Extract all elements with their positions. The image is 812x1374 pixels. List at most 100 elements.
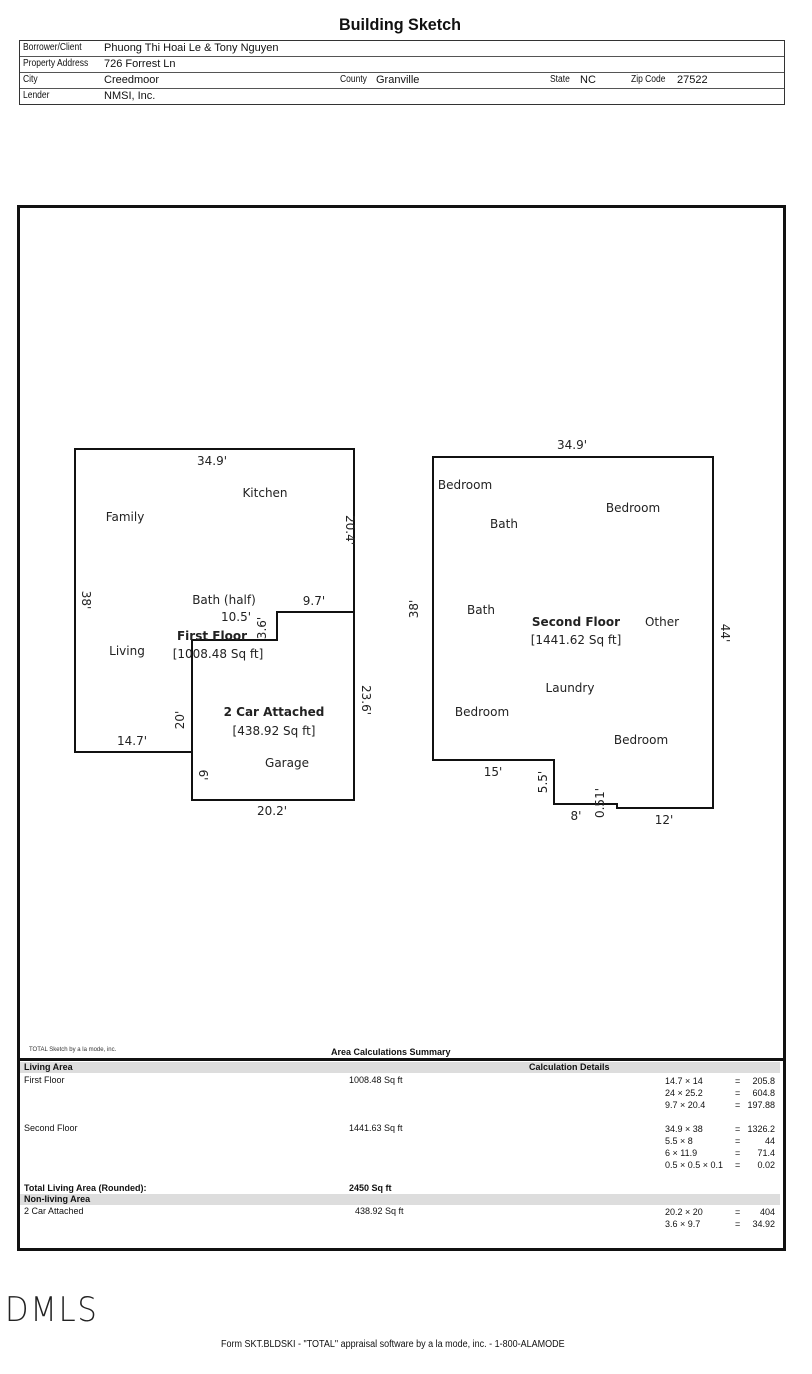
garage-row: 2 Car Attached 438.92 Sq ft 20.2 × 20 = 40… xyxy=(20,1205,780,1235)
calc-expr: 5.5 × 8 xyxy=(665,1136,693,1146)
garage-bottom-dim: 20.2' xyxy=(257,804,287,818)
second-floor-area: [1441.62 Sq ft] xyxy=(531,633,622,647)
calc-line: 20.2 × 20 = 404 xyxy=(665,1207,775,1219)
calc-line: 6 × 11.9 = 71.4 xyxy=(665,1148,775,1160)
calc-v: 604.8 xyxy=(752,1088,775,1098)
step-vertical-dim: 3.6' xyxy=(255,617,269,639)
calc-expr: 24 × 25.2 xyxy=(665,1088,703,1098)
first-top-dim: 34.9' xyxy=(197,454,227,468)
calc-line: 14.7 × 14 = 205.8 xyxy=(665,1076,775,1088)
row-label: 2 Car Attached xyxy=(24,1206,84,1216)
zip-value: 27522 xyxy=(677,74,708,86)
step-left-dim: 10.5' xyxy=(221,610,251,624)
calc-eq: = xyxy=(735,1136,741,1146)
bedroom-label: Bedroom xyxy=(614,733,668,747)
total-row: Total Living Area (Rounded): 2450 Sq ft xyxy=(20,1183,780,1194)
calc-expr: 6 × 11.9 xyxy=(665,1148,698,1158)
dim-15: 15' xyxy=(484,765,503,779)
row-label: Second Floor xyxy=(24,1123,78,1133)
calc-v: 1326.2 xyxy=(747,1124,775,1134)
calc-line: 34.9 × 38 = 1326.2 xyxy=(665,1124,775,1136)
calc-list: 34.9 × 38 = 1326.2 5.5 × 8 = 44 6 × 11.9 = 71.4 0… xyxy=(665,1124,775,1172)
calc-eq: = xyxy=(735,1219,741,1229)
first-right-dim: 20.4' xyxy=(343,515,357,545)
county-value: Granville xyxy=(376,74,420,86)
dim-5-5: 5.5' xyxy=(536,771,550,793)
first-floor-row: First Floor 1008.48 Sq ft 14.7 × 14 = 205.… xyxy=(20,1073,780,1121)
step-top-dim: 9.7' xyxy=(303,594,325,608)
calc-v: 34.92 xyxy=(752,1219,775,1229)
calc-eq: = xyxy=(735,1124,741,1134)
city-label: City xyxy=(23,74,38,85)
calc-expr: 20.2 × 20 xyxy=(665,1207,703,1217)
calc-line: 3.6 × 9.7=34.92 xyxy=(665,1219,775,1231)
row-label: First Floor xyxy=(24,1075,65,1085)
calc-v: 404 xyxy=(759,1207,775,1217)
calc-eq: = xyxy=(735,1207,741,1217)
calc-expr: 34.9 × 38 xyxy=(665,1124,703,1134)
living-label: Living xyxy=(109,644,145,658)
second-right-dim: 44' xyxy=(718,624,732,643)
lender-label: Lender xyxy=(23,90,50,101)
calc-line: 9.7 × 20.4=197.88 xyxy=(665,1100,775,1112)
garage-room-label: Garage xyxy=(265,756,309,770)
calc-expr: 14.7 × 14 xyxy=(665,1076,703,1086)
row-area: 1008.48 Sq ft xyxy=(349,1075,403,1085)
county-label: County xyxy=(340,74,367,85)
calc-v: 71.4 xyxy=(757,1148,775,1158)
first-bottom-left-dim: 14.7' xyxy=(117,734,147,748)
garage-outline xyxy=(191,611,355,801)
bath-label: Bath xyxy=(467,603,495,617)
address-value: 726 Forrest Ln xyxy=(104,58,176,70)
calc-eq: = xyxy=(735,1088,741,1098)
state-value: NC xyxy=(580,74,596,86)
calc-eq: = xyxy=(735,1148,741,1158)
first-floor-area: [1008.48 Sq ft] xyxy=(173,647,264,661)
form-footer: Form SKT.BLDSKI - "TOTAL" appraisal soft… xyxy=(221,1339,565,1350)
sketch-frame xyxy=(17,205,786,1251)
dim-12: 12' xyxy=(655,813,674,827)
family-label: Family xyxy=(106,510,145,524)
summary-title: Area Calculations Summary xyxy=(331,1047,451,1057)
calc-v: 0.02 xyxy=(757,1160,775,1170)
calc-eq: = xyxy=(735,1076,741,1086)
other-label: Other xyxy=(645,615,679,629)
first-floor-name: First Floor xyxy=(177,629,247,643)
dim-8: 8' xyxy=(571,809,582,823)
dim-0-51: 0.51' xyxy=(593,788,607,818)
bath-half-label: Bath (half) xyxy=(192,593,256,607)
laundry-label: Laundry xyxy=(546,681,595,695)
sketch-credit: TOTAL Sketch by a la mode, inc. xyxy=(29,1047,117,1053)
calc-eq: = xyxy=(735,1160,741,1170)
calc-v: 205.8 xyxy=(752,1076,775,1086)
garage-name: 2 Car Attached xyxy=(224,705,325,719)
garage-right-dim: 23.6' xyxy=(359,685,373,715)
bath-label: Bath xyxy=(490,517,518,531)
first-left-dim: 38' xyxy=(79,591,93,610)
bedroom-label: Bedroom xyxy=(455,705,509,719)
borrower-value: Phuong Thi Hoai Le & Tony Nguyen xyxy=(104,42,279,54)
nonliving-header: Non-living Area xyxy=(20,1194,780,1205)
second-floor-name: Second Floor xyxy=(532,615,620,629)
city-value: Creedmoor xyxy=(104,74,160,86)
row-area: 438.92 Sq ft xyxy=(355,1206,404,1216)
calc-line: 24 × 25.2 = 604.8 xyxy=(665,1088,775,1100)
living-area-heading: Living Area xyxy=(24,1062,73,1072)
city-row: City Creedmoor County Granville State NC… xyxy=(20,73,784,89)
address-label: Property Address xyxy=(23,58,89,69)
living-area-header: Living Area Calculation Details xyxy=(20,1062,780,1073)
calc-v: 197.88 xyxy=(747,1100,775,1110)
garage-left-dim: 20' xyxy=(173,711,187,730)
borrower-row: Borrower/Client Phuong Thi Hoai Le & Ton… xyxy=(20,41,784,57)
row-area: 1441.63 Sq ft xyxy=(349,1123,403,1133)
calc-eq: = xyxy=(735,1100,741,1110)
calc-line: 0.5 × 0.5 × 0.1=0.02 xyxy=(665,1160,775,1172)
garage-small-dim: 6' xyxy=(196,770,210,781)
area-summary-table: Living Area Calculation Details First Fl… xyxy=(20,1062,780,1235)
calc-v: 44 xyxy=(764,1136,775,1146)
dmls-watermark-logo: DMLS xyxy=(5,1290,99,1330)
divider xyxy=(17,1058,786,1061)
kitchen-label: Kitchen xyxy=(242,486,287,500)
